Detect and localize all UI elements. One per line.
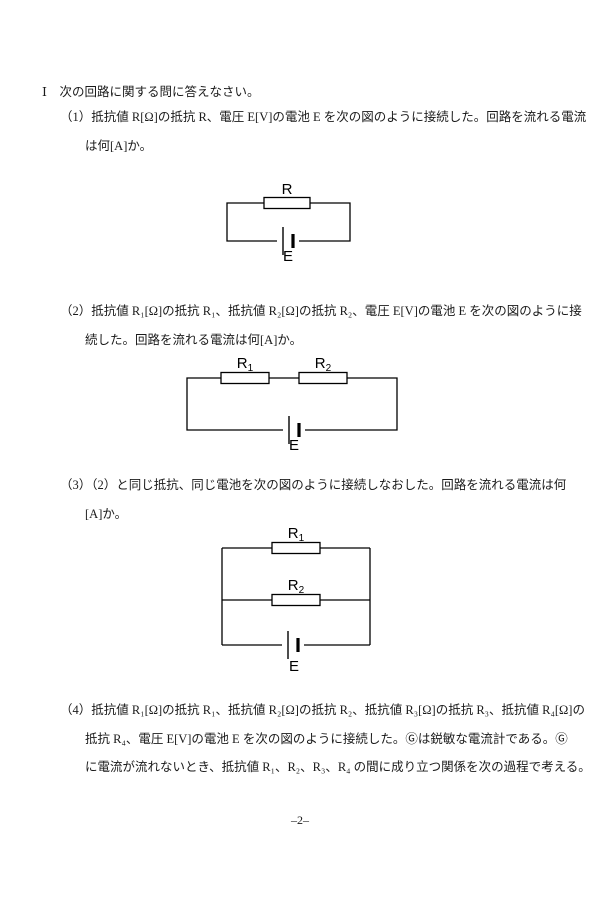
circuit-3-resistor-r1-label: R1 xyxy=(288,525,305,544)
problem-3-line-2: [A]か。 xyxy=(85,506,128,521)
r1-label-base: R xyxy=(288,525,299,542)
circuit-2-diagram: R1 R2 E xyxy=(186,355,398,452)
problem-3: （3）（2）と同じ抵抗、同じ電池を次の図のように接続しなおした。回路を流れる電流… xyxy=(60,471,566,528)
circuit-3-resistor-r1-box xyxy=(271,541,321,555)
problem-3-line-1: （3）（2）と同じ抵抗、同じ電池を次の図のように接続しなおした。回路を流れる電流… xyxy=(60,478,567,492)
circuit-3-battery-label: E xyxy=(289,658,299,674)
circuit-1-battery-label: E xyxy=(283,248,293,265)
section-title: Ⅰ 次の回路に関する問に答えなさい。 xyxy=(42,85,260,99)
problem-2-line-2: 続した。回路を流れる電流は何[A]か。 xyxy=(85,332,303,347)
problem-4: （4）抵抗値 R₁[Ω]の抵抗 R₁、抵抗値 R₂[Ω]の抵抗 R₂、抵抗値 R… xyxy=(60,696,591,782)
circuit-2-resistor-r2-box xyxy=(298,371,348,385)
r1-label-base: R xyxy=(237,355,248,372)
problem-4-line-3: に電流が流れないとき、抵抗値 R₁、R₂、R₃、R₄ の間に成り立つ関係を次の過… xyxy=(85,760,591,774)
problem-2: （2）抵抗値 R₁[Ω]の抵抗 R₁、抵抗値 R₂[Ω]の抵抗 R₂、電圧 E[… xyxy=(60,297,582,354)
circuit-3-diagram: R1 R2 E xyxy=(221,525,371,674)
r2-label-subscript: 2 xyxy=(299,585,305,596)
circuit-1-resistor-box xyxy=(263,196,311,210)
r1-label-subscript: 1 xyxy=(248,363,254,374)
problem-4-line-1: （4）抵抗値 R₁[Ω]の抵抗 R₁、抵抗値 R₂[Ω]の抵抗 R₂、抵抗値 R… xyxy=(60,703,585,717)
circuit-1-resistor-label: R xyxy=(282,181,293,198)
r2-label-base: R xyxy=(288,577,299,594)
problem-1-line-1: （1）抵抗値 R[Ω]の抵抗 R、電圧 E[V]の電池 E を次の図のように接続… xyxy=(60,110,587,124)
problem-1: （1）抵抗値 R[Ω]の抵抗 R、電圧 E[V]の電池 E を次の図のように接続… xyxy=(60,103,586,160)
r2-label-base: R xyxy=(315,355,326,372)
circuit-1-diagram: R E xyxy=(226,181,351,265)
circuit-2-resistor-r2-label: R2 xyxy=(315,355,332,374)
r2-label-subscript: 2 xyxy=(326,363,332,374)
r1-label-subscript: 1 xyxy=(299,533,305,544)
problem-1-line-2: は何[A]か。 xyxy=(85,138,153,153)
circuit-2-wire-loop xyxy=(186,377,398,431)
page-number: –2– xyxy=(291,813,309,827)
circuit-3-resistor-r2-box xyxy=(271,593,321,607)
circuit-2-resistor-r1-box xyxy=(220,371,270,385)
circuit-2-resistor-r1-label: R1 xyxy=(237,355,254,374)
problem-4-line-2: 抵抗 R₄、電圧 E[V]の電池 E を次の図のように接続した。Ⓖは鋭敏な電流計… xyxy=(85,731,568,746)
circuit-3-resistor-r2-label: R2 xyxy=(288,577,305,596)
problem-2-line-1: （2）抵抗値 R₁[Ω]の抵抗 R₁、抵抗値 R₂[Ω]の抵抗 R₂、電圧 E[… xyxy=(60,304,582,318)
circuit-2-battery-label: E xyxy=(289,437,299,452)
